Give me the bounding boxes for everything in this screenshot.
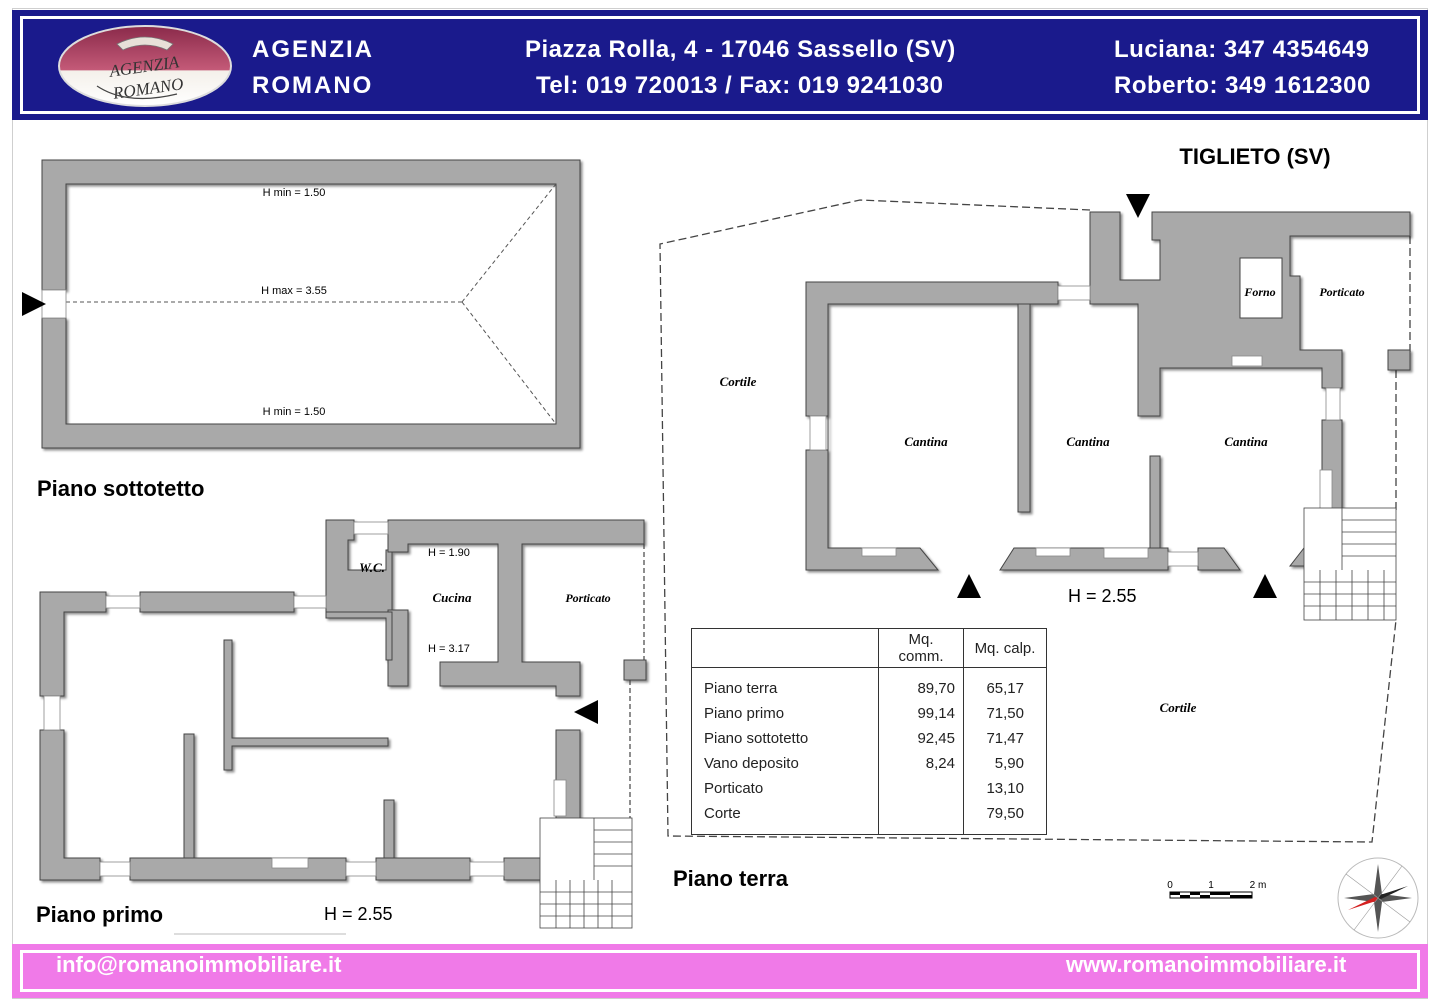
table-cell-comm: 92,45	[878, 726, 964, 751]
table-cell-comm: 8,24	[878, 751, 964, 776]
table-cell-comm: 99,14	[878, 701, 964, 726]
terra-cortile-label-1: Cortile	[720, 374, 757, 389]
table-cell-name: Porticato	[691, 776, 879, 801]
scale-bar: 0 1 2 m	[1167, 880, 1267, 899]
contact-roberto: Roberto: 349 1612300	[1114, 72, 1371, 99]
roof-ridge-lines	[66, 183, 557, 425]
table-cell-name: Piano primo	[691, 701, 879, 726]
table-header-comm: Mq. comm.	[878, 628, 964, 668]
primo-windows	[43, 521, 567, 877]
terra-cortile-label-2: Cortile	[1160, 700, 1197, 715]
scale-label-1: 1	[1208, 880, 1214, 891]
footer-email-link[interactable]: info@romanoimmobiliare.it	[56, 952, 342, 977]
terra-cantina-label-2: Cantina	[1066, 434, 1110, 449]
table-cell-calp: 71,50	[963, 701, 1047, 726]
location-title: TIGLIETO (SV)	[1179, 144, 1330, 169]
table-row: Piano primo 99,14 71,50	[691, 701, 1047, 726]
footer-border	[20, 950, 1420, 992]
table-cell-name: Piano terra	[691, 676, 879, 701]
table-header-empty	[691, 628, 879, 668]
table-cell-comm	[878, 801, 964, 826]
compass-icon	[1337, 857, 1419, 939]
table-header-calp: Mq. calp.	[963, 628, 1047, 668]
table-cell-comm: 89,70	[878, 676, 964, 701]
agency-tel-fax: Tel: 019 720013 / Fax: 019 9241030	[536, 72, 944, 99]
agency-address: Piazza Rolla, 4 - 17046 Sassello (SV)	[525, 36, 956, 63]
agency-name-line2: ROMANO	[252, 72, 374, 99]
scale-label-2: 2 m	[1250, 880, 1267, 891]
primo-h-190: H = 1.90	[428, 547, 470, 559]
agency-logo: AGENZIA ROMANO	[58, 25, 232, 107]
terra-height: H = 2.55	[1068, 586, 1137, 606]
terra-cortile-boundary	[659, 199, 1411, 843]
sottotetto-hmin-top: H min = 1.50	[263, 187, 326, 199]
area-table: Mq. comm. Mq. calp. Piano terra 89,70 65…	[691, 628, 1047, 835]
primo-wc-label: W.C.	[359, 560, 385, 575]
header-border	[20, 16, 1420, 114]
primo-stairs	[539, 817, 633, 929]
sottotetto-hmax: H max = 3.55	[261, 285, 327, 297]
terra-cantina-label-3: Cantina	[1224, 434, 1268, 449]
primo-porticato-outline	[629, 544, 645, 818]
terra-forno-label: Forno	[1243, 285, 1275, 299]
page-frame	[12, 8, 1428, 999]
table-row: Corte 79,50	[691, 801, 1047, 826]
table-cell-calp: 65,17	[963, 676, 1047, 701]
table-row: Piano terra 89,70 65,17	[691, 676, 1047, 701]
sottotetto-hmin-bottom: H min = 1.50	[263, 406, 326, 418]
terra-stairs	[1303, 507, 1397, 621]
terra-porticato-label: Porticato	[1319, 285, 1364, 299]
scale-label-0: 0	[1167, 880, 1173, 891]
sottotetto-entrance	[41, 289, 67, 319]
plan-sottotetto	[41, 159, 581, 449]
table-row: Vano deposito 8,24 5,90	[691, 751, 1047, 776]
table-cell-name: Vano deposito	[691, 751, 879, 776]
table-cell-calp: 5,90	[963, 751, 1047, 776]
primo-h-317: H = 3.17	[428, 643, 470, 655]
table-cell-name: Corte	[691, 801, 879, 826]
sottotetto-title: Piano sottotetto	[37, 476, 204, 501]
table-cell-calp: 13,10	[963, 776, 1047, 801]
footer-website-link[interactable]: www.romanoimmobiliare.it	[1066, 952, 1347, 977]
footer-banner: info@romanoimmobiliare.it www.romanoimmo…	[12, 944, 1428, 998]
primo-height: H = 2.55	[324, 904, 393, 924]
table-cell-calp: 79,50	[963, 801, 1047, 826]
terra-cantina-label-1: Cantina	[904, 434, 948, 449]
primo-cucina-label: Cucina	[432, 590, 472, 605]
table-row: Porticato 13,10	[691, 776, 1047, 801]
header-banner: AGENZIA ROMANO AGENZIA ROMANO Piazza Rol…	[12, 10, 1428, 120]
primo-porticato-label: Porticato	[565, 591, 610, 605]
agency-name-line1: AGENZIA	[252, 36, 374, 63]
table-cell-comm	[878, 776, 964, 801]
terra-windows	[809, 285, 1341, 567]
table-cell-name: Piano sottotetto	[691, 726, 879, 751]
terra-title: Piano terra	[673, 866, 789, 891]
table-cell-calp: 71,47	[963, 726, 1047, 751]
contact-luciana: Luciana: 347 4354649	[1114, 36, 1370, 63]
primo-title: Piano primo	[36, 902, 163, 927]
table-row: Piano sottotetto 92,45 71,47	[691, 726, 1047, 751]
